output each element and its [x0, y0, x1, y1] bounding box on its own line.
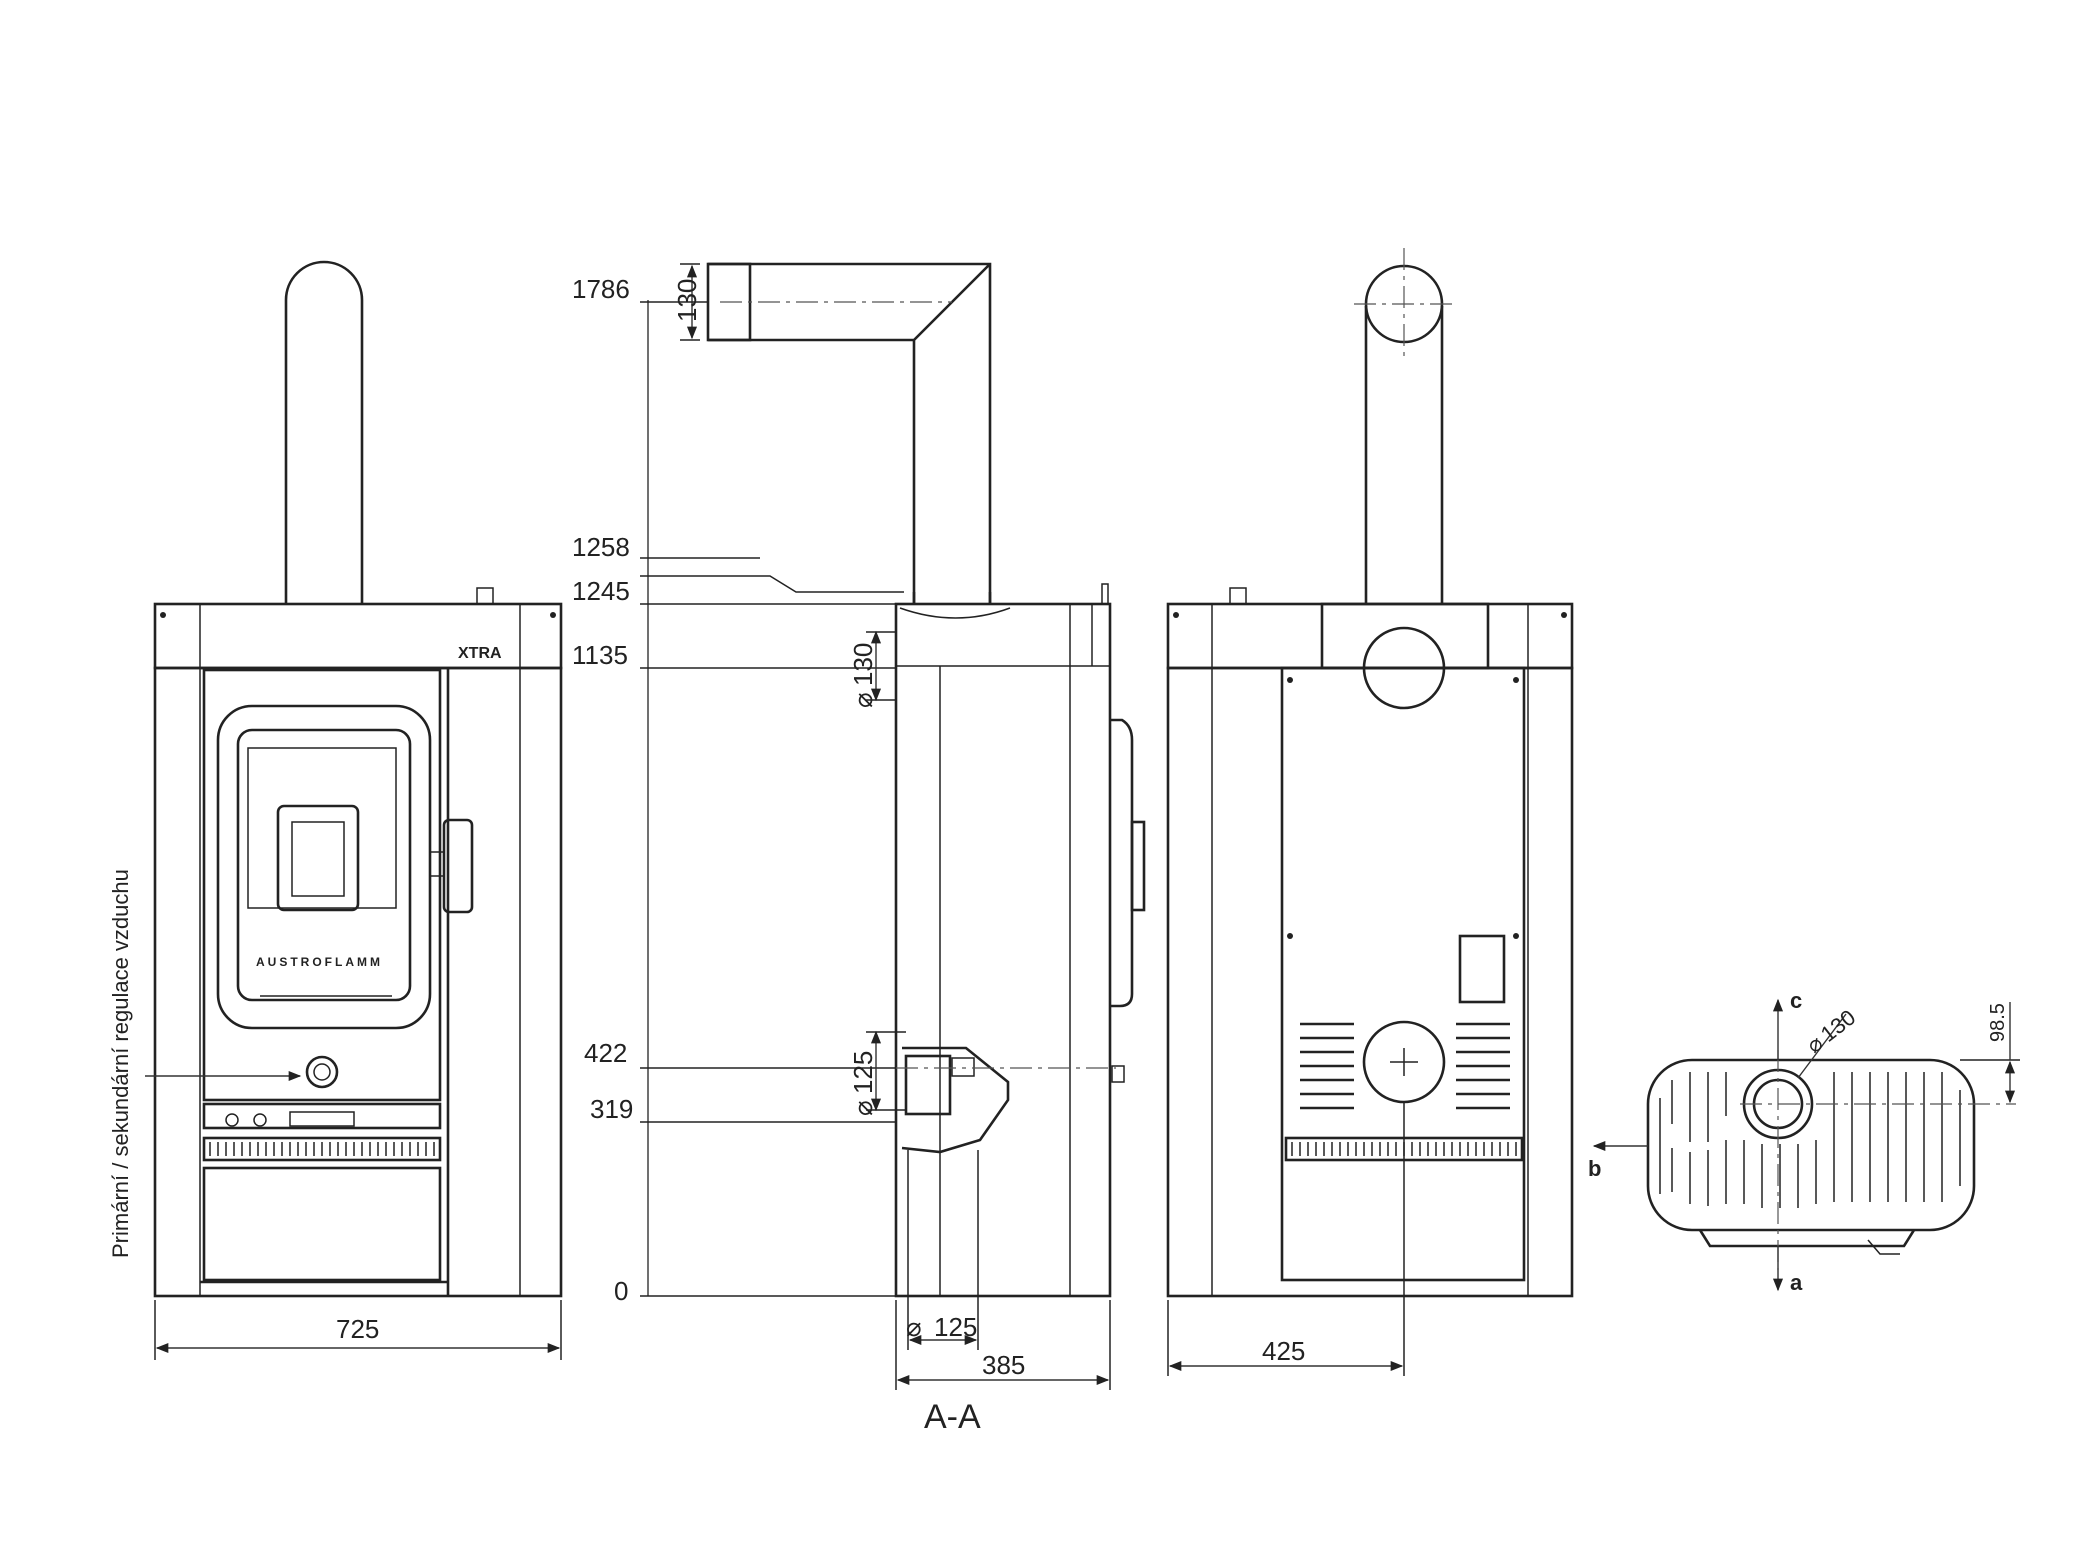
- top-slots: [1659, 1072, 1961, 1208]
- front-wood-drawer: [202, 1166, 442, 1282]
- rear-label-plate: [1458, 934, 1506, 1004]
- diameter-symbol-bottom: ⌀: [906, 1312, 922, 1342]
- rear-chimney-pipe: [1364, 306, 1444, 604]
- front-grille: [202, 1136, 442, 1162]
- rear-vents: [1300, 1022, 1510, 1110]
- section-body: [894, 602, 1112, 1298]
- section-depth: 385: [982, 1350, 1025, 1380]
- rear-view: 425: [1166, 248, 1574, 1376]
- front-brand-logo: AUSTROFLAMM: [256, 955, 383, 969]
- top-offset: 98.5: [1987, 1003, 2009, 1042]
- top-flue-diameter: 130: [1816, 1005, 1860, 1047]
- section-label: A-A: [924, 1398, 981, 1436]
- height-1786: 1786: [572, 274, 630, 304]
- front-view: XTRA AUSTROFLAMM: [108, 260, 563, 1360]
- direction-c: c: [1790, 988, 1802, 1013]
- front-grille-slats: [209, 1142, 435, 1156]
- height-422: 422: [584, 1038, 627, 1068]
- height-0: 0: [614, 1276, 628, 1306]
- section-pipe-length: 130: [672, 279, 702, 322]
- diameter-symbol-flue: ⌀: [848, 692, 878, 708]
- section-bottom-inlet-diameter: 125: [934, 1312, 977, 1342]
- direction-a: a: [1790, 1270, 1803, 1295]
- front-body: [153, 666, 563, 1298]
- front-width-label: 725: [336, 1314, 379, 1344]
- diameter-symbol-inlet: ⌀: [848, 1100, 878, 1116]
- height-1135: 1135: [572, 640, 628, 670]
- height-319: 319: [590, 1094, 633, 1124]
- top-view: c a b ⌀ 130 98.5: [1588, 988, 2020, 1295]
- direction-b: b: [1588, 1156, 1601, 1181]
- front-door: [202, 668, 442, 1102]
- rear-center-offset: 425: [1262, 1336, 1305, 1366]
- section-air-inlet: [901, 1046, 1010, 1154]
- top-outline: [1646, 1058, 1976, 1232]
- front-model-logo: XTRA: [458, 645, 502, 662]
- height-1245: 1245: [572, 576, 630, 606]
- front-chimney-pipe: [284, 260, 364, 604]
- rear-top-band: [1166, 602, 1574, 670]
- rear-body: [1166, 666, 1574, 1298]
- section-door-profile: [1110, 718, 1134, 1008]
- air-regulation-label: Primární / sekundární regulace vzduchu: [108, 869, 133, 1258]
- air-regulation-knob: [305, 1055, 339, 1089]
- height-1258: 1258: [572, 532, 630, 562]
- section-inlet-diameter: 125: [848, 1051, 878, 1094]
- section-flue-diameter: 130: [848, 643, 878, 686]
- section-view: 130 1786 1258 1245 1135 422 319: [572, 262, 1146, 1436]
